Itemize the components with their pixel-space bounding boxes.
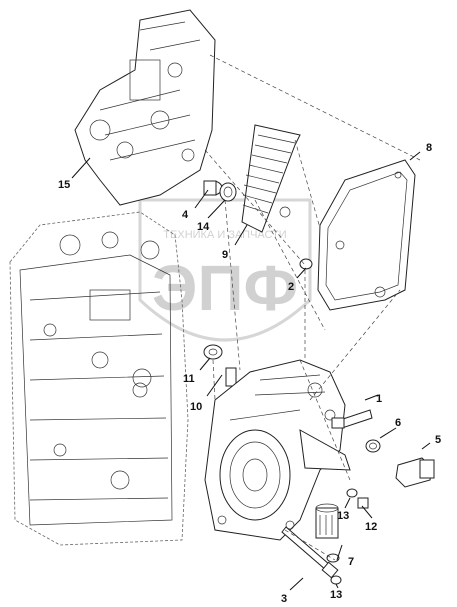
callout-9: 9 [222,249,228,261]
watermark: ТЕХНИКА И ЗАПЧАСТИ ЭПФ [138,198,312,342]
part-6-oring [365,439,381,453]
engine-block [9,211,189,546]
callout-2: 2 [288,281,294,293]
callout-4: 4 [182,209,189,221]
part-10-pin [225,367,237,387]
part-8-gasket [317,159,416,311]
part-5-sensor [395,457,435,488]
part-15-control-module [74,9,216,206]
callout-13b: 13 [330,589,342,601]
callout-7: 7 [348,556,354,568]
watermark-top-text: ТЕХНИКА И ЗАПЧАСТИ [163,229,286,241]
part-11-seal [203,344,223,360]
part-9-oil-cooler [241,124,301,233]
front-housing [204,359,351,541]
alignment-lines [204,54,421,561]
callout-14: 14 [197,221,210,233]
part-13b-washer [330,575,342,585]
callouts: 1 2 3 4 5 6 7 8 9 10 11 12 13 13 14 15 [58,142,441,605]
part-13a-washer [346,488,358,498]
watermark-big-text: ЭПФ [152,252,298,324]
callout-11: 11 [183,373,195,385]
callout-15: 15 [58,179,70,191]
callout-leaders [71,151,431,591]
callout-12: 12 [365,521,377,533]
part-1-bolt [331,409,373,429]
callout-8: 8 [426,142,432,154]
part-7-washer [326,553,340,563]
part-4-sleeve [203,180,223,196]
callout-10: 10 [190,401,202,413]
part-12-plug [357,497,369,509]
oil-filter [315,503,339,539]
callout-13a: 13 [337,510,349,522]
part-14-oring [219,182,237,202]
callout-3: 3 [281,593,287,605]
part-2-plug [299,258,313,270]
callout-6: 6 [395,417,401,429]
callout-5: 5 [435,434,441,446]
callout-1: 1 [376,393,382,405]
part-3-long-bolt [281,526,339,579]
